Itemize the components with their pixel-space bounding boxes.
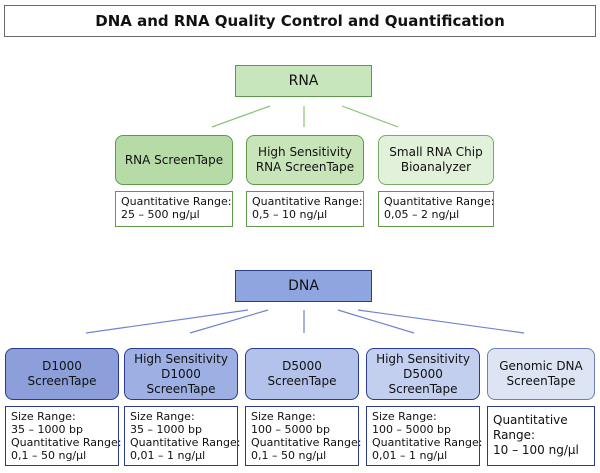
diagram-title: DNA and RNA Quality Control and Quantifi… — [95, 12, 505, 30]
genomic-dna-node: Genomic DNA ScreenTape — [487, 348, 595, 400]
info-line: 0,1 – 50 ng/µl — [251, 449, 327, 462]
node-label-line: ScreenTape — [27, 374, 97, 388]
dna-connector-4 — [337, 309, 415, 334]
node-label-line: Genomic DNA — [499, 359, 583, 373]
info-line: 100 – 5000 bp — [251, 423, 330, 436]
hs-d5000-info: Size Range: 100 – 5000 bp Quantitative R… — [366, 406, 483, 466]
dna-header-node: DNA — [235, 270, 372, 302]
node-label-line: High Sensitivity — [134, 351, 228, 366]
node-label-line: ScreenTape — [146, 381, 216, 396]
node-label-line: D1000 — [42, 359, 82, 373]
info-line: Quantitative Range: — [252, 195, 363, 208]
node-label-line: ScreenTape — [267, 374, 337, 388]
info-line: Quantitative — [493, 413, 568, 427]
rna-header-node: RNA — [235, 65, 372, 97]
small-rna-chip-node: Small RNA Chip Bioanalyzer — [378, 135, 494, 185]
node-label-line: High Sensitivity — [376, 351, 470, 366]
hs-rna-screentape-info: Quantitative Range: 0,5 – 10 ng/µl — [246, 191, 364, 227]
node-label-line: Small RNA Chip — [389, 145, 483, 159]
dna-connector-2 — [189, 309, 269, 334]
info-line: 0,1 – 50 ng/µl — [11, 449, 87, 462]
info-line: 0,05 – 2 ng/µl — [384, 208, 460, 221]
info-line: Quantitative Range: — [251, 436, 362, 449]
dna-connector-5 — [357, 309, 525, 334]
rna-header-label: RNA — [288, 73, 319, 89]
hs-d1000-node: High Sensitivity D1000 ScreenTape — [124, 348, 238, 400]
rna-connector-3 — [341, 105, 399, 128]
node-label-line: Bioanalyzer — [400, 160, 472, 174]
small-rna-chip-info: Quantitative Range: 0,05 – 2 ng/µl — [378, 191, 494, 227]
info-line: Size Range: — [11, 410, 76, 423]
node-label-line: RNA ScreenTape — [124, 152, 224, 167]
info-line: 10 – 100 ng/µl — [493, 443, 579, 457]
info-line: 35 – 1000 bp — [130, 423, 202, 436]
node-label-line: D5000 — [282, 359, 322, 373]
d1000-node: D1000 ScreenTape — [5, 348, 119, 400]
rna-screentape-info: Quantitative Range: 25 – 500 ng/µl — [115, 191, 233, 227]
node-label-line: High Sensitivity — [258, 145, 352, 159]
info-line: Quantitative Range: — [130, 436, 241, 449]
info-line: Quantitative Range: — [121, 195, 232, 208]
hs-d1000-info: Size Range: 35 – 1000 bp Quantitative Ra… — [124, 406, 241, 466]
info-line: Quantitative Range: — [384, 195, 495, 208]
node-label-line: D1000 — [161, 366, 201, 381]
info-line: 0,01 – 1 ng/µl — [130, 449, 206, 462]
info-line: 25 – 500 ng/µl — [121, 208, 200, 221]
node-label-line: RNA ScreenTape — [255, 160, 355, 174]
d5000-node: D5000 ScreenTape — [245, 348, 359, 400]
node-label-line: ScreenTape — [506, 374, 576, 388]
d5000-info: Size Range: 100 – 5000 bp Quantitative R… — [245, 406, 362, 466]
diagram-title-box: DNA and RNA Quality Control and Quantifi… — [4, 5, 596, 37]
info-line: Size Range: — [251, 410, 316, 423]
info-line: Quantitative Range: — [11, 436, 122, 449]
info-line: Size Range: — [372, 410, 437, 423]
info-line: Size Range: — [130, 410, 195, 423]
dna-connector-1 — [85, 309, 249, 334]
info-line: 35 – 1000 bp — [11, 423, 83, 436]
node-label-line: ScreenTape — [388, 381, 458, 396]
dna-header-label: DNA — [288, 278, 319, 294]
info-line: Range: — [493, 428, 536, 442]
genomic-dna-info: Quantitative Range: 10 – 100 ng/µl — [487, 406, 595, 466]
hs-d5000-node: High Sensitivity D5000 ScreenTape — [366, 348, 480, 400]
info-line: 0,5 – 10 ng/µl — [252, 208, 328, 221]
info-line: 0,01 – 1 ng/µl — [372, 449, 448, 462]
info-line: 100 – 5000 bp — [372, 423, 451, 436]
rna-connector-1 — [211, 105, 271, 128]
hs-rna-screentape-node: High Sensitivity RNA ScreenTape — [246, 135, 364, 185]
info-line: Quantitative Range: — [372, 436, 483, 449]
rna-screentape-node: RNA ScreenTape — [115, 135, 233, 185]
node-label-line: D5000 — [403, 366, 443, 381]
d1000-info: Size Range: 35 – 1000 bp Quantitative Ra… — [5, 406, 122, 466]
